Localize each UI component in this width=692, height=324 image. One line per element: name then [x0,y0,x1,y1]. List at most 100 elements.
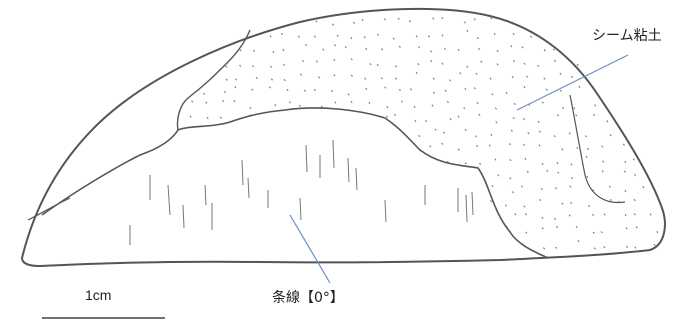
stipple-dot [632,158,635,161]
stipple-dot [592,189,595,192]
stipple-dot [441,62,444,65]
stipple-dot [318,76,321,79]
stipple-dot [376,33,379,36]
stipple-dot [491,184,494,188]
stipple-dot [510,45,513,48]
stipple-dot [301,59,305,63]
stipple-dot [624,213,627,217]
stipple-dot [449,117,452,121]
stipple-dot [385,115,388,118]
stipple-dot [376,63,379,67]
stipple-dot [576,63,579,67]
stipple-dot [570,163,573,166]
stipple-dot [633,198,636,202]
stipple-dot [303,89,306,92]
stipple-dot [363,36,366,39]
stipple-dot [623,170,626,173]
stipple-dot [457,115,460,118]
stipple-dot [464,162,467,165]
stipple-dot [202,92,206,96]
stipple-dot [394,65,398,68]
stipple-dot [408,20,411,23]
seam-clay-leader-line [516,54,629,111]
stipple-dot [392,37,395,40]
stipple-dot [320,105,323,108]
stipple-dot [398,88,401,92]
stipple-dot [625,245,628,249]
stipple-dot [622,143,625,146]
stipple-dot [224,90,227,94]
stipple-dot [624,189,627,193]
stipple-dot [476,101,479,105]
stipple-dot [509,158,512,162]
stipple-dot [642,185,645,189]
striation-mark [305,144,308,173]
stipple-dot [234,78,237,81]
stipple-dot [219,116,222,119]
stipple-dot [525,231,528,234]
stipple-dot [443,47,446,51]
stipple-dot [330,89,334,93]
stipple-dot [251,88,254,91]
stipple-dot [476,144,479,148]
stipple-dot [466,29,469,32]
stipple-dot [541,216,544,220]
stipple-dot [428,35,431,38]
stipple-dot [350,74,353,77]
stipple-dot [274,104,277,107]
striation-mark [299,197,302,221]
stipple-dot [269,35,272,38]
stipple-dot [553,135,556,138]
stipple-dot [496,63,499,66]
stipple-dot [526,75,529,78]
stipple-dot [383,18,386,21]
stipple-dot [541,162,544,166]
stipple-dot [573,107,576,110]
stipple-dot [365,47,368,51]
stipple-dot [634,246,637,249]
stipple-dot [512,33,515,36]
stipple-dot [298,104,301,107]
stipple-dot [429,145,432,148]
stipple-dot [542,247,546,250]
stipple-dot [584,135,587,138]
stipple-dot [524,213,528,216]
stipple-dot [334,101,337,104]
stipple-dot [415,35,418,38]
stipple-dot [365,87,368,90]
stipple-dot [350,58,353,61]
stipple-dot [297,35,300,38]
stipple-dot [347,93,350,96]
stipple-dot [368,101,371,104]
stipple-dot [556,225,559,229]
stipple-dot [527,132,530,135]
stipple-dot [191,100,194,103]
stipple-dot [333,74,336,77]
stipple-dot [593,113,596,117]
stipple-dot [491,93,494,96]
stipple-dot [541,101,544,104]
stipple-dot [315,20,318,23]
stipple-dot [577,240,580,243]
stipple-dot [603,246,606,249]
striation-mark [355,167,358,191]
stipple-dot [603,213,606,216]
stipple-dot [523,86,526,89]
stipple-dot [511,75,514,79]
stipple-dot [239,64,242,67]
stipple-dot [561,148,564,151]
stipple-dot [253,49,256,52]
stipple-dot [475,72,478,75]
stipple-dot [554,187,557,190]
stipple-dot [523,62,526,65]
stipple-dot [490,133,493,136]
stipple-dot [555,246,558,249]
stipple-dot [557,171,560,174]
stipple-dot [570,176,573,180]
stipple-dot [546,169,549,172]
stipple-dot [322,48,325,51]
stipple-dot [513,102,516,106]
stipple-dot [514,213,517,216]
clay-upper-boundary [176,29,251,131]
